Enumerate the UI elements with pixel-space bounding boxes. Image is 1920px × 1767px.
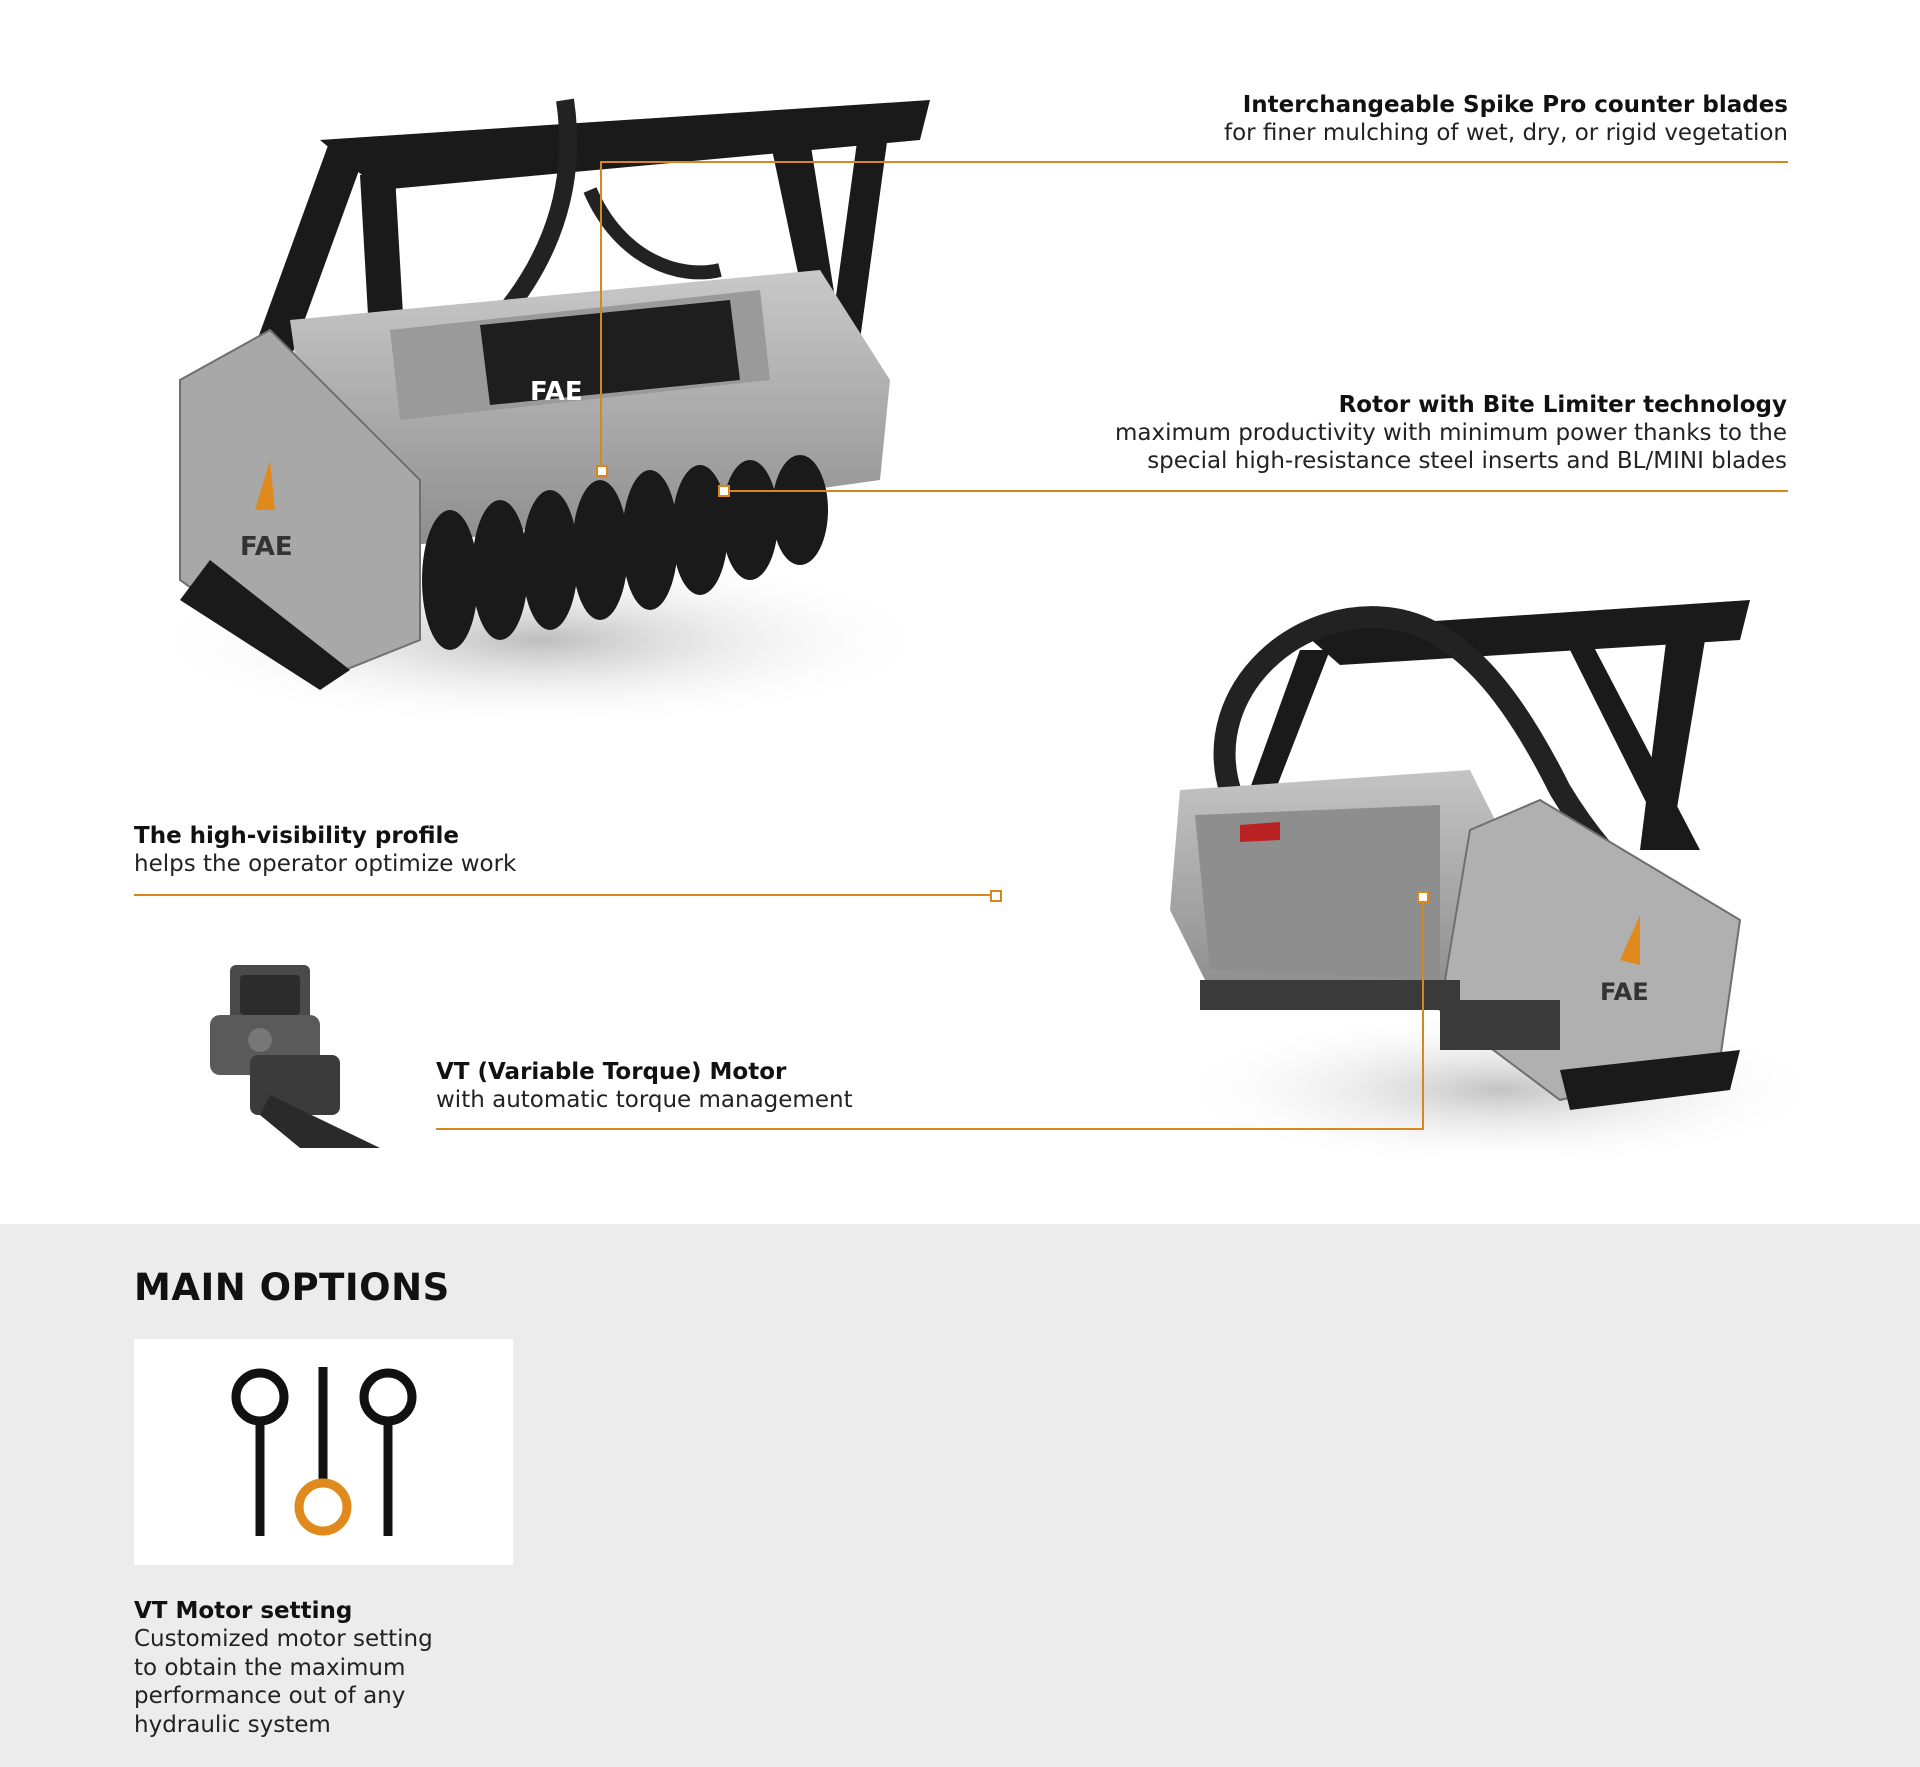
option-description-line: hydraulic system bbox=[134, 1711, 331, 1738]
option-title: VT Motor setting bbox=[134, 1598, 353, 1624]
feature-description-line: special high-resistance steel inserts an… bbox=[1147, 448, 1787, 474]
option-description: Customized motor setting to obtain the m… bbox=[134, 1625, 474, 1739]
section-heading: MAIN OPTIONS bbox=[134, 1266, 450, 1309]
leader-line-visibility bbox=[134, 894, 996, 896]
svg-text:FAE: FAE bbox=[240, 532, 293, 562]
motor-image bbox=[210, 965, 380, 1148]
feature-visibility: The high-visibility profile helps the op… bbox=[134, 822, 834, 878]
feature-rotor: Rotor with Bite Limiter technology maxim… bbox=[987, 391, 1787, 475]
leader-line-vt-motor bbox=[436, 1128, 1424, 1130]
anchor-dot bbox=[596, 465, 608, 477]
feature-description: for finer mulching of wet, dry, or rigid… bbox=[1223, 120, 1788, 146]
feature-title: Rotor with Bite Limiter technology bbox=[1338, 392, 1787, 418]
feature-vt-motor: VT (Variable Torque) Motor with automati… bbox=[436, 1058, 1136, 1114]
option-description-line: to obtain the maximum bbox=[134, 1654, 406, 1681]
svg-text:FAE: FAE bbox=[1600, 978, 1649, 1006]
leader-line-vt-motor-rise bbox=[1422, 898, 1424, 1130]
feature-description-line: maximum productivity with minimum power … bbox=[1115, 420, 1787, 446]
feature-title: VT (Variable Torque) Motor bbox=[436, 1059, 787, 1085]
feature-title: Interchangeable Spike Pro counter blades bbox=[1242, 92, 1788, 118]
feature-title: The high-visibility profile bbox=[134, 823, 460, 849]
option-description-line: performance out of any bbox=[134, 1683, 406, 1709]
feature-description: helps the operator optimize work bbox=[134, 851, 517, 877]
brand-logo: FAE bbox=[530, 377, 583, 407]
leader-line-rotor bbox=[722, 490, 1788, 492]
anchor-dot bbox=[1417, 891, 1429, 903]
mulcher-front-image: FAE FAE bbox=[140, 98, 940, 730]
feature-description: with automatic torque management bbox=[436, 1087, 853, 1113]
leader-line-counter-blades bbox=[600, 161, 1788, 163]
anchor-dot bbox=[990, 890, 1002, 902]
option-card-vt-motor bbox=[134, 1339, 513, 1565]
sliders-icon bbox=[231, 1367, 417, 1536]
option-description-line: Customized motor setting bbox=[134, 1626, 433, 1652]
leader-line-counter-blades-drop bbox=[600, 161, 602, 469]
mulcher-side-image: FAE bbox=[1170, 600, 1820, 1170]
feature-counter-blades: Interchangeable Spike Pro counter blades… bbox=[1088, 91, 1788, 147]
anchor-dot bbox=[718, 485, 730, 497]
